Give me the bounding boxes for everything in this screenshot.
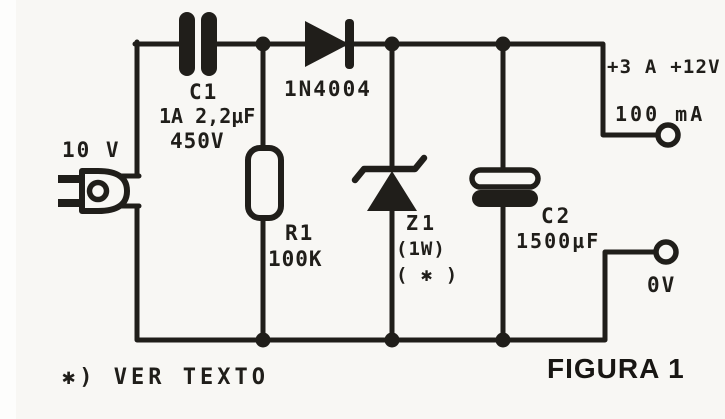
diode-cathode-bar: [345, 19, 354, 69]
z1-footnote-label: ( ✱ ): [396, 264, 458, 286]
capacitor-c2-symbol: [469, 167, 541, 207]
input-voltage-label: 10 V: [62, 138, 121, 162]
see-text-note: ✱) VER TEXTO: [62, 365, 269, 390]
resistor-r1-symbol: [245, 145, 284, 221]
output-terminal-positive: [655, 122, 681, 148]
capacitor-c1-symbol: [179, 12, 217, 76]
junction-dot: [384, 332, 400, 348]
c2-value-label: 1500µF: [516, 229, 600, 253]
diode-triangle: [305, 21, 349, 67]
plug-hole: [86, 179, 110, 203]
r1-value-label: 100K: [268, 247, 323, 271]
zener-cathode-bar: [351, 154, 428, 184]
junction-dot: [255, 332, 271, 348]
wire-top-rail-right: [211, 41, 660, 138]
c1-plate-right: [201, 12, 217, 76]
zener-z1-symbol: [351, 154, 428, 211]
zener-triangle: [367, 171, 417, 211]
input-plug-symbol: [58, 168, 130, 214]
c2-plate-negative: [472, 190, 538, 207]
c1-ref-label: C1: [189, 80, 218, 104]
d1-ref-label: 1N4004: [284, 77, 372, 101]
z1-ref-label: Z1: [406, 211, 438, 235]
c1-value-label: 1A 2,2µF: [159, 104, 255, 128]
z1-power-label: (1W): [396, 238, 446, 260]
wire-bottom-rail: [134, 203, 658, 343]
r1-ref-label: R1: [285, 221, 314, 245]
output-ground-label: 0V: [647, 273, 676, 297]
junction-dot: [255, 36, 271, 52]
diode-1n4004-symbol: [305, 19, 354, 69]
junction-dot: [495, 36, 511, 52]
junction-dots: [255, 36, 511, 348]
output-current-label: 100 mA: [615, 102, 705, 126]
output-positive-label: +3 A +12V: [607, 56, 721, 78]
plug-prong-top: [58, 175, 84, 183]
junction-dot: [495, 332, 511, 348]
junction-dot: [384, 36, 400, 52]
plug-prong-bottom: [58, 199, 84, 207]
c2-plate-positive: [469, 167, 541, 190]
output-terminal-ground: [653, 239, 679, 265]
c1-rating-label: 450V: [170, 129, 225, 153]
c2-ref-label: C2: [541, 204, 572, 228]
c1-plate-left: [179, 12, 195, 76]
figure-caption: FIGURA 1: [547, 353, 685, 384]
